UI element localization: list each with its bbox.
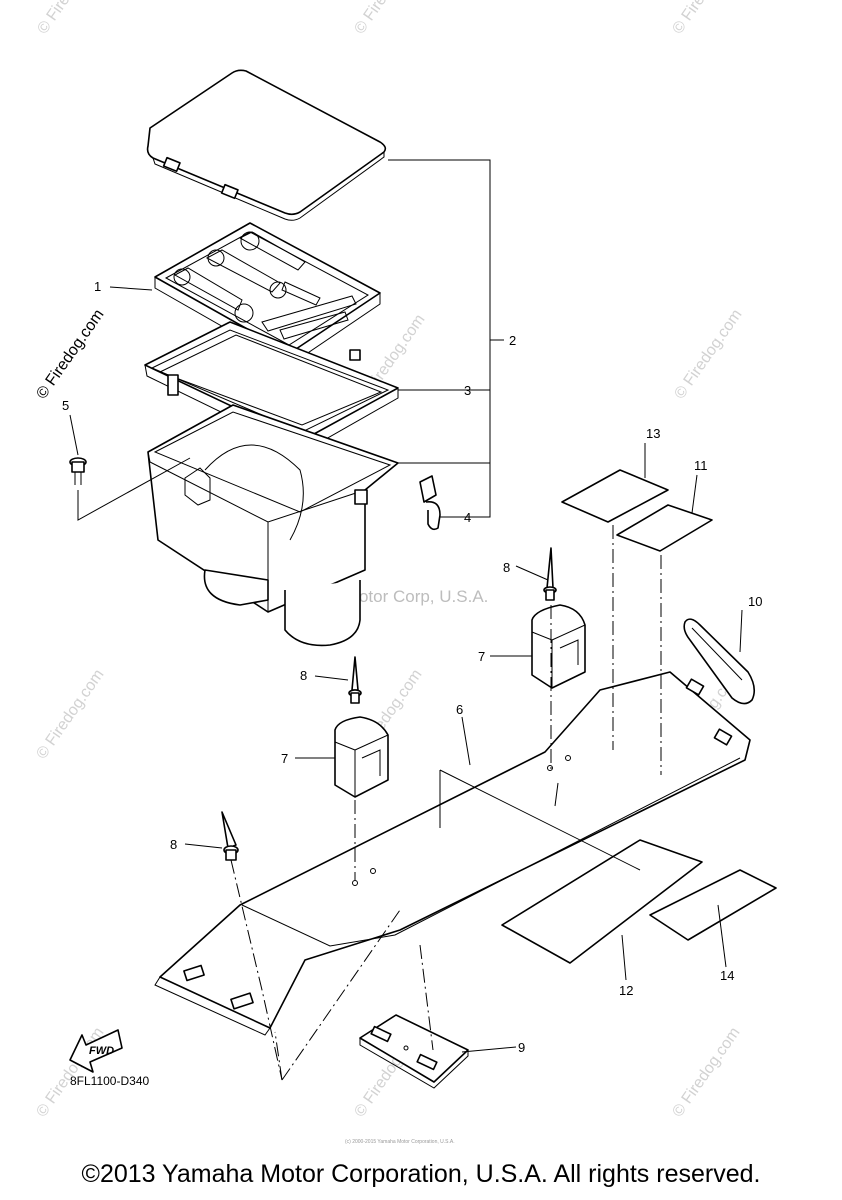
watermark: © Firedog.com xyxy=(33,1024,107,1120)
bolt-part xyxy=(69,457,87,485)
fine-print: (c) 2000-2015 Yamaha Motor Corporation, … xyxy=(345,1139,455,1145)
callout-14: 14 xyxy=(720,968,734,983)
callout-2: 2 xyxy=(509,333,516,348)
callout-1: 1 xyxy=(94,279,101,294)
watermark: © Firedog.com xyxy=(351,0,425,37)
watermark: © Firedog.com xyxy=(669,0,743,37)
small-plate xyxy=(359,1014,469,1089)
leader-lines xyxy=(69,159,743,1081)
callout-8: 8 xyxy=(503,560,510,575)
callout-12: 12 xyxy=(619,983,633,998)
bracket-parts xyxy=(334,604,586,798)
label-parts xyxy=(501,469,777,964)
box-lid xyxy=(146,69,387,221)
rivet-parts xyxy=(221,547,557,861)
callout-numbers: 1 2 3 4 5 6 7 7 8 8 8 9 10 11 12 13 14 xyxy=(62,279,762,1055)
callout-7: 7 xyxy=(281,751,288,766)
watermark: © Firedog.com xyxy=(671,306,745,402)
fwd-arrow: FWD xyxy=(69,1029,123,1073)
callout-11: 11 xyxy=(694,458,708,473)
callout-4: 4 xyxy=(464,510,471,525)
callout-9: 9 xyxy=(518,1040,525,1055)
watermark: © Firedog.com xyxy=(34,0,108,37)
callout-8: 8 xyxy=(300,668,307,683)
callout-13: 13 xyxy=(646,426,660,441)
callout-7: 7 xyxy=(478,649,485,664)
drawing-code: 8FL1100-D340 xyxy=(70,1074,149,1088)
fwd-label: FWD xyxy=(89,1045,114,1057)
callout-3: 3 xyxy=(464,383,471,398)
watermark: © Firedog.com xyxy=(33,306,107,402)
watermark: © Firedog.com xyxy=(669,1024,743,1120)
callout-8: 8 xyxy=(170,837,177,852)
callout-10: 10 xyxy=(748,594,762,609)
watermark: © Firedog.com xyxy=(33,666,107,762)
watermarks: © Firedog.com © Firedog.com © Firedog.co… xyxy=(33,0,745,1120)
base-plate xyxy=(154,671,751,1036)
copyright-notice: ©2013 Yamaha Motor Corporation, U.S.A. A… xyxy=(81,1160,761,1188)
clip-part xyxy=(419,475,441,531)
callout-6: 6 xyxy=(456,702,463,717)
strap-part xyxy=(683,618,756,705)
box-body xyxy=(147,404,399,647)
callout-5: 5 xyxy=(62,398,69,413)
